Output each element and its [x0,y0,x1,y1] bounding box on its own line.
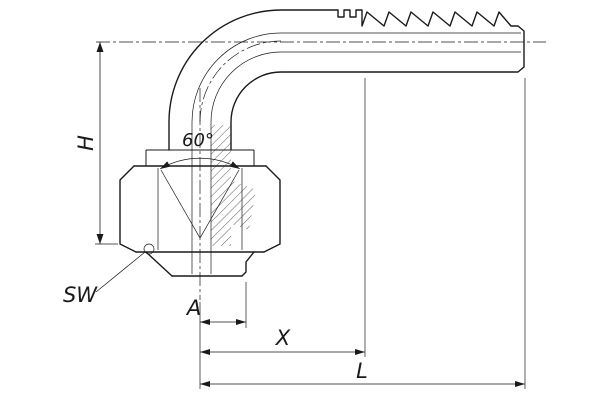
angle-arrow-left [160,161,171,169]
dimension-a: A [185,282,247,328]
elbow-hosetail-outline [168,9,525,151]
x-arrow-left [200,349,210,355]
section-hatch-seat [231,180,256,230]
wrench-flat-mark [143,243,155,255]
skirt-right [241,251,255,277]
x-arrow-right [355,349,365,355]
l-arrow-left [200,381,210,387]
nut-right-edge [263,165,281,253]
bore-bend-inner [210,51,282,123]
hex-flat-lines [157,168,243,250]
sw-label: SW [63,283,98,307]
bend-centerline-arc [199,40,282,123]
l-arrow-right [515,381,525,387]
x-label: X [275,326,291,350]
angle-arrow-right [229,161,240,169]
l-label: L [356,359,368,383]
seat-cone-lines [160,169,240,239]
a-arrow-right [236,319,246,325]
dimension-h: H [74,42,118,245]
h-label: H [74,135,98,151]
fitting-body [119,9,525,277]
h-arrow-bottom [96,234,104,244]
centerlines [96,40,546,300]
dimension-l: L [200,78,526,389]
dimension-x: X [200,78,366,357]
sw-leader-line [95,251,146,293]
nut-collar-sides [145,150,255,166]
bore-bend-outer [191,32,282,123]
nut-left-edge [119,165,137,253]
angle-60: 60° [159,130,241,170]
a-arrow-left [200,319,210,325]
a-label: A [185,296,201,320]
h-arrow-top [96,42,104,52]
angle-label: 60° [182,130,214,151]
sw-callout: SW [63,251,146,307]
skirt-left [145,251,173,277]
section-hatch-wall [211,125,231,246]
swivel-nut [119,149,281,277]
